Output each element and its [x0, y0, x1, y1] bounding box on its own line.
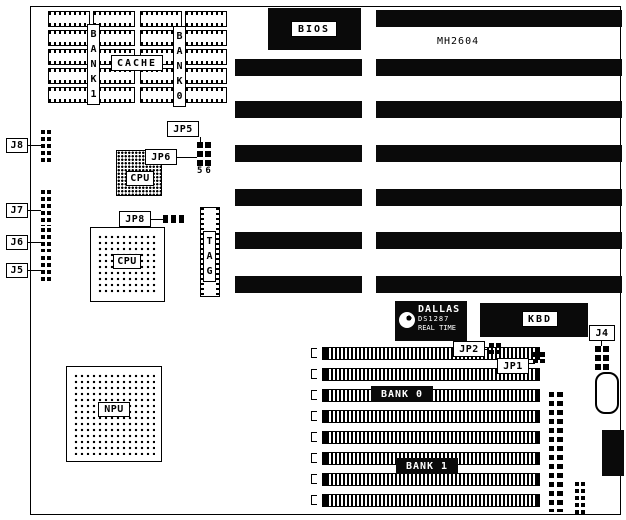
- bank1-label: BANK1: [87, 24, 100, 105]
- dip-chip: [140, 30, 182, 46]
- dip-chip: [48, 30, 90, 46]
- simm-clip: [311, 369, 317, 379]
- leader-line: [28, 210, 41, 211]
- isa-slot: [376, 145, 622, 162]
- npu-label: NPU: [98, 402, 130, 417]
- jp8-jumper: [163, 215, 184, 223]
- simm-bank1-label: BANK 1: [396, 458, 458, 474]
- simm-clip: [311, 348, 317, 358]
- cpu-socket-label: CPU: [113, 254, 141, 269]
- leader-line: [28, 270, 41, 271]
- jp5-label: JP5: [167, 121, 199, 137]
- rtc-text-block: DALLAS DS1287 REAL TIME: [418, 304, 466, 333]
- simm-clip: [311, 390, 317, 400]
- dip-chip: [48, 11, 90, 27]
- leader-line: [177, 157, 197, 158]
- simm-slot: [322, 431, 540, 444]
- tag-label: TAG: [203, 231, 216, 282]
- dip-chip: [93, 87, 135, 103]
- leader-line: [28, 242, 41, 243]
- leader-line: [601, 341, 602, 346]
- rtc-type-text: REAL TIME: [418, 324, 456, 332]
- j7-label: J7: [6, 203, 28, 218]
- jp5-jumper-block: [197, 142, 211, 166]
- board-model-text: MH2604: [437, 36, 480, 47]
- isa-slot: [235, 276, 362, 293]
- jp5-pin-numbers: 56: [197, 166, 214, 176]
- leader-line: [151, 219, 163, 220]
- leader-line: [200, 137, 201, 142]
- simm-clip: [311, 411, 317, 421]
- isa-slot: [376, 189, 622, 206]
- bios-label: BIOS: [291, 21, 337, 37]
- simm-clip: [311, 474, 317, 484]
- jp8-label: JP8: [119, 211, 151, 227]
- j4-label: J4: [589, 325, 615, 341]
- pin-strip: [575, 482, 585, 514]
- isa-slot: [235, 59, 362, 76]
- dip-chip: [48, 87, 90, 103]
- j4-connector: [595, 346, 609, 370]
- bank0-label: BANK0: [173, 26, 186, 107]
- isa-slot: [235, 101, 362, 118]
- dip-chip: [185, 11, 227, 27]
- jp6-label: JP6: [145, 149, 177, 165]
- simm-clip: [311, 495, 317, 505]
- jp1-label: JP1: [497, 358, 529, 374]
- simm-clip: [311, 453, 317, 463]
- jp2-label: JP2: [453, 341, 485, 357]
- dip-chip: [185, 49, 227, 65]
- leader-line: [485, 349, 489, 350]
- rtc-brand-text: DALLAS: [418, 304, 461, 315]
- leader-line: [28, 145, 41, 146]
- kbd-label: KBD: [522, 311, 558, 327]
- dip-chip: [185, 68, 227, 84]
- simm-bank0-label: BANK 0: [371, 386, 433, 402]
- isa-slot: [235, 232, 362, 249]
- dallas-logo-icon: [399, 312, 415, 328]
- j7-connector: [41, 190, 51, 226]
- j8-label: J8: [6, 138, 28, 153]
- simm-slot: [322, 347, 540, 360]
- isa-slot: [376, 59, 622, 76]
- isa-slot: [235, 145, 362, 162]
- isa-slot: [376, 276, 622, 293]
- cpu-label: CPU: [126, 171, 154, 186]
- j6-connector: [41, 228, 51, 252]
- isa-slot: [235, 189, 362, 206]
- dip-chip: [185, 30, 227, 46]
- pin-header: [549, 392, 563, 512]
- cpu-socket: [90, 227, 165, 302]
- dip-chip: [140, 11, 182, 27]
- dip-chip: [48, 68, 90, 84]
- isa-slot: [376, 10, 622, 27]
- dip-chip: [48, 49, 90, 65]
- isa-slot: [376, 232, 622, 249]
- power-connector: [602, 430, 624, 476]
- isa-slot: [376, 101, 622, 118]
- simm-slot: [322, 494, 540, 507]
- j6-label: J6: [6, 235, 28, 250]
- cache-label: CACHE: [111, 55, 163, 71]
- simm-slot: [322, 410, 540, 423]
- j8-connector: [41, 130, 51, 163]
- rtc-part-text: DS1287: [418, 315, 450, 323]
- simm-slot: [322, 368, 540, 381]
- j5-label: J5: [6, 263, 28, 278]
- battery: [595, 372, 619, 414]
- dip-chip: [185, 87, 227, 103]
- dip-chip: [140, 87, 182, 103]
- simm-slot: [322, 473, 540, 486]
- leader-line: [529, 363, 535, 364]
- j5-connector: [41, 256, 51, 283]
- dip-chip: [93, 11, 135, 27]
- simm-clip: [311, 432, 317, 442]
